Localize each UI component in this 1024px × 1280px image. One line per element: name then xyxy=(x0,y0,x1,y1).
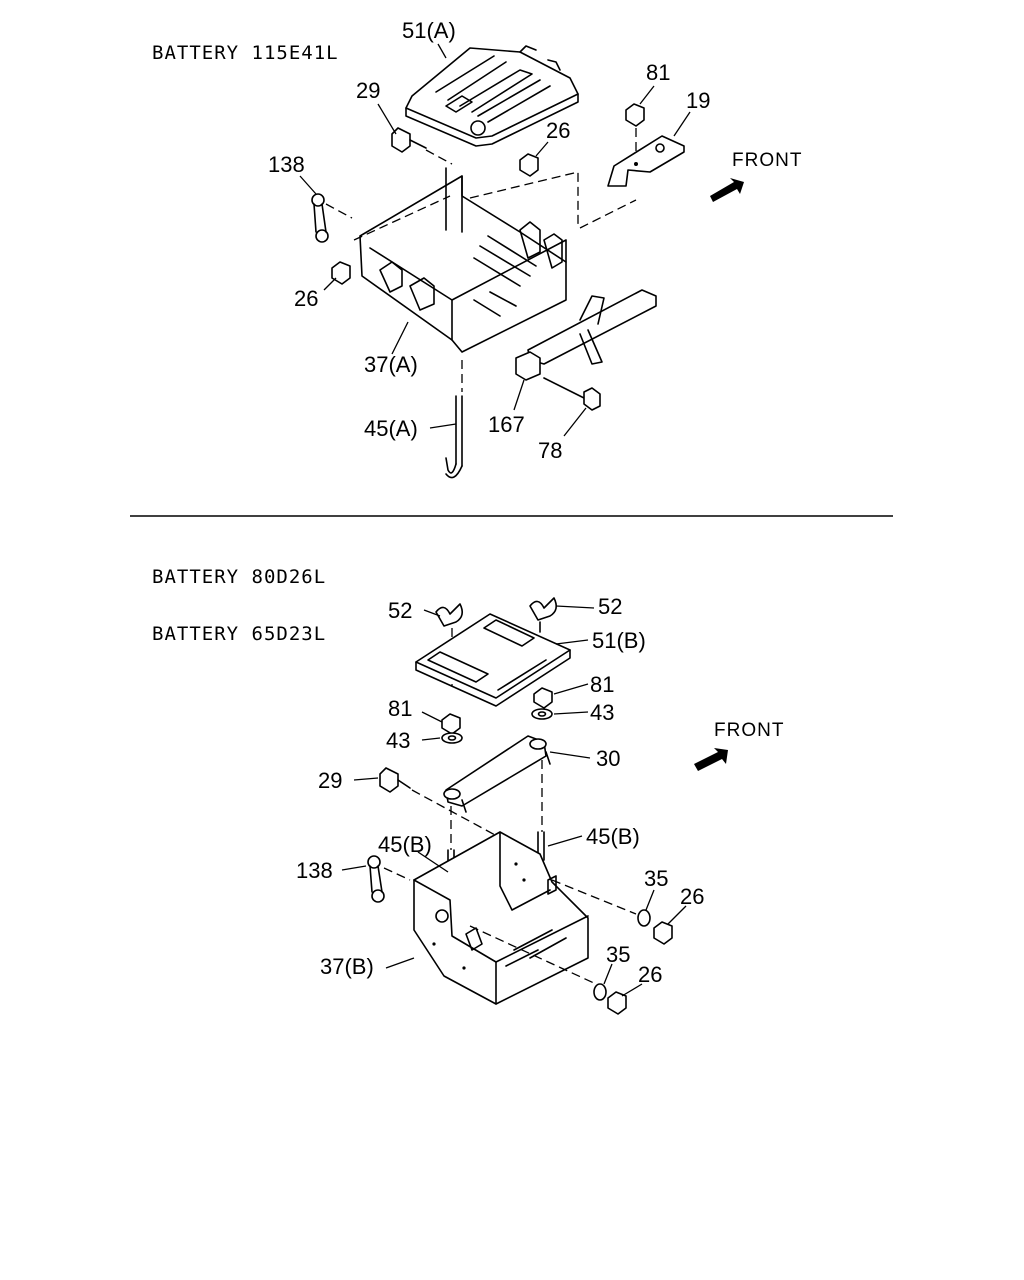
callout: 26 xyxy=(294,286,318,311)
hook-bolt-45a xyxy=(445,395,463,479)
cover-plate-51b xyxy=(415,613,571,707)
callout: 30 xyxy=(596,746,620,771)
callout: 51(B) xyxy=(592,628,646,653)
bottom-assembly: FRONT 52 52 51(B) 81 81 xyxy=(296,594,784,1015)
section-heading-top: BATTERY 115E41L xyxy=(152,6,339,82)
callout: 138 xyxy=(296,858,333,883)
callout: 81 xyxy=(388,696,412,721)
callout: 78 xyxy=(538,438,562,463)
link-138-top xyxy=(311,193,353,243)
bolt-29-bottom xyxy=(379,767,509,843)
bracket-19 xyxy=(607,135,685,187)
battery-cover-51a xyxy=(405,45,579,147)
frame-bracket xyxy=(515,289,657,381)
nut-26-top-lower xyxy=(331,261,351,285)
washer-35-upper xyxy=(637,909,651,927)
washer-43-right xyxy=(531,708,553,720)
link-138-bottom xyxy=(367,855,411,903)
front-arrow-top xyxy=(710,178,744,202)
washer-43-left xyxy=(441,732,463,744)
callout: 37(B) xyxy=(320,954,374,979)
callout: 81 xyxy=(590,672,614,697)
callout: 167 xyxy=(488,412,525,437)
callout: 26 xyxy=(680,884,704,909)
callout: 51(A) xyxy=(402,18,456,43)
nut-81-bottom-left xyxy=(441,713,461,735)
callout: 26 xyxy=(638,962,662,987)
wing-nut-52-right xyxy=(529,597,558,633)
callout: 43 xyxy=(386,728,410,753)
leaders-bottom xyxy=(341,605,687,997)
callout: 43 xyxy=(590,700,614,725)
crossbar-30 xyxy=(443,735,551,813)
callout: 45(B) xyxy=(586,824,640,849)
battery-tray-37b xyxy=(413,831,637,1005)
callout: 35 xyxy=(644,866,668,891)
callout: 138 xyxy=(268,152,305,177)
callout: 35 xyxy=(606,942,630,967)
washer-35-lower xyxy=(593,983,607,1001)
heading-line: BATTERY 80D26L xyxy=(152,566,327,588)
battery-tray-37a xyxy=(353,167,637,392)
callout: 29 xyxy=(318,768,342,793)
callouts-top: 51(A) 29 81 19 26 138 26 37(A) 45(A) 167… xyxy=(268,18,710,463)
nut-26-top-upper xyxy=(519,153,539,177)
rod-45b-right xyxy=(537,760,545,861)
front-arrow-bottom xyxy=(694,748,728,771)
callouts-bottom: 52 52 51(B) 81 81 43 43 30 29 45(B) 45(B… xyxy=(296,594,704,987)
heading-line: BATTERY 115E41L xyxy=(152,42,339,64)
nut-81-top xyxy=(625,103,645,156)
bolt-78 xyxy=(543,377,601,411)
callout: 52 xyxy=(388,598,412,623)
bolt-29-top xyxy=(391,127,453,165)
top-assembly: FRONT 51(A) 29 81 19 26 138 26 37(A) 45(… xyxy=(268,18,802,479)
callout: 81 xyxy=(646,60,670,85)
callout: 29 xyxy=(356,78,380,103)
leaders-top xyxy=(299,43,691,437)
callout: 52 xyxy=(598,594,622,619)
callout: 45(B) xyxy=(378,832,432,857)
section-heading-bottom: BATTERY 80D26L BATTERY 65D23L xyxy=(152,530,326,663)
front-label-bottom: FRONT xyxy=(714,720,784,741)
callout: 37(A) xyxy=(364,352,418,377)
nut-26-bottom-upper xyxy=(653,921,673,945)
callout: 45(A) xyxy=(364,416,418,441)
callout: 19 xyxy=(686,88,710,113)
nut-26-bottom-lower xyxy=(607,991,627,1015)
nut-81-bottom-right xyxy=(533,687,553,709)
heading-line: BATTERY 65D23L xyxy=(152,623,327,645)
callout: 26 xyxy=(546,118,570,143)
front-label-top: FRONT xyxy=(732,150,802,171)
